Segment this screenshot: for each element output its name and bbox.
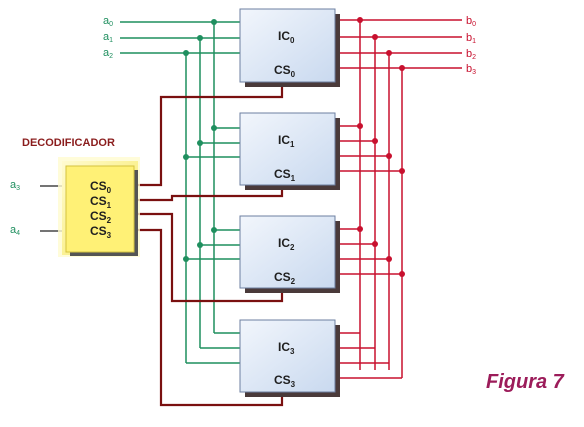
output-bus bbox=[333, 19, 462, 379]
chip-select-wires bbox=[134, 82, 284, 407]
output-junctions bbox=[357, 17, 405, 277]
input-a0-label: a0 bbox=[103, 15, 113, 28]
chip-ic1-name: IC1 bbox=[278, 133, 295, 149]
output-b0-label: b0 bbox=[466, 15, 476, 28]
output-b3-label: b3 bbox=[466, 63, 476, 76]
decoder-out-cs3: CS3 bbox=[90, 224, 112, 240]
chip-ic2-cs: CS2 bbox=[274, 270, 296, 286]
input-a1-label: a1 bbox=[103, 31, 113, 44]
output-b2-label: b2 bbox=[466, 48, 476, 61]
decoder-out-cs1: CS1 bbox=[90, 194, 112, 210]
input-a3-label: a3 bbox=[10, 179, 20, 192]
address-bus bbox=[120, 21, 240, 364]
chip-ic3-cs: CS3 bbox=[274, 373, 296, 389]
decoder-out-cs2: CS2 bbox=[90, 209, 112, 225]
figure-caption: Figura 7 bbox=[486, 371, 565, 393]
chip-ic2 bbox=[239, 215, 340, 293]
decoder-title: DECODIFICADOR bbox=[22, 137, 115, 149]
decoder-out-cs0: CS0 bbox=[90, 179, 112, 195]
chip-ic0 bbox=[239, 8, 340, 87]
chip-ic0-name: IC0 bbox=[278, 29, 295, 45]
chip-ic2-name: IC2 bbox=[278, 236, 295, 252]
chip-ic1-cs: CS1 bbox=[274, 167, 296, 183]
address-junctions bbox=[183, 19, 217, 262]
output-b1-label: b1 bbox=[466, 32, 476, 45]
chip-ic3 bbox=[239, 319, 340, 397]
chip-ic0-cs: CS0 bbox=[274, 63, 296, 79]
decoder-block bbox=[58, 157, 140, 257]
input-a4-label: a4 bbox=[10, 224, 20, 237]
chip-ic1 bbox=[239, 112, 340, 190]
input-a2-label: a2 bbox=[103, 47, 113, 60]
chip-ic3-name: IC3 bbox=[278, 340, 295, 356]
